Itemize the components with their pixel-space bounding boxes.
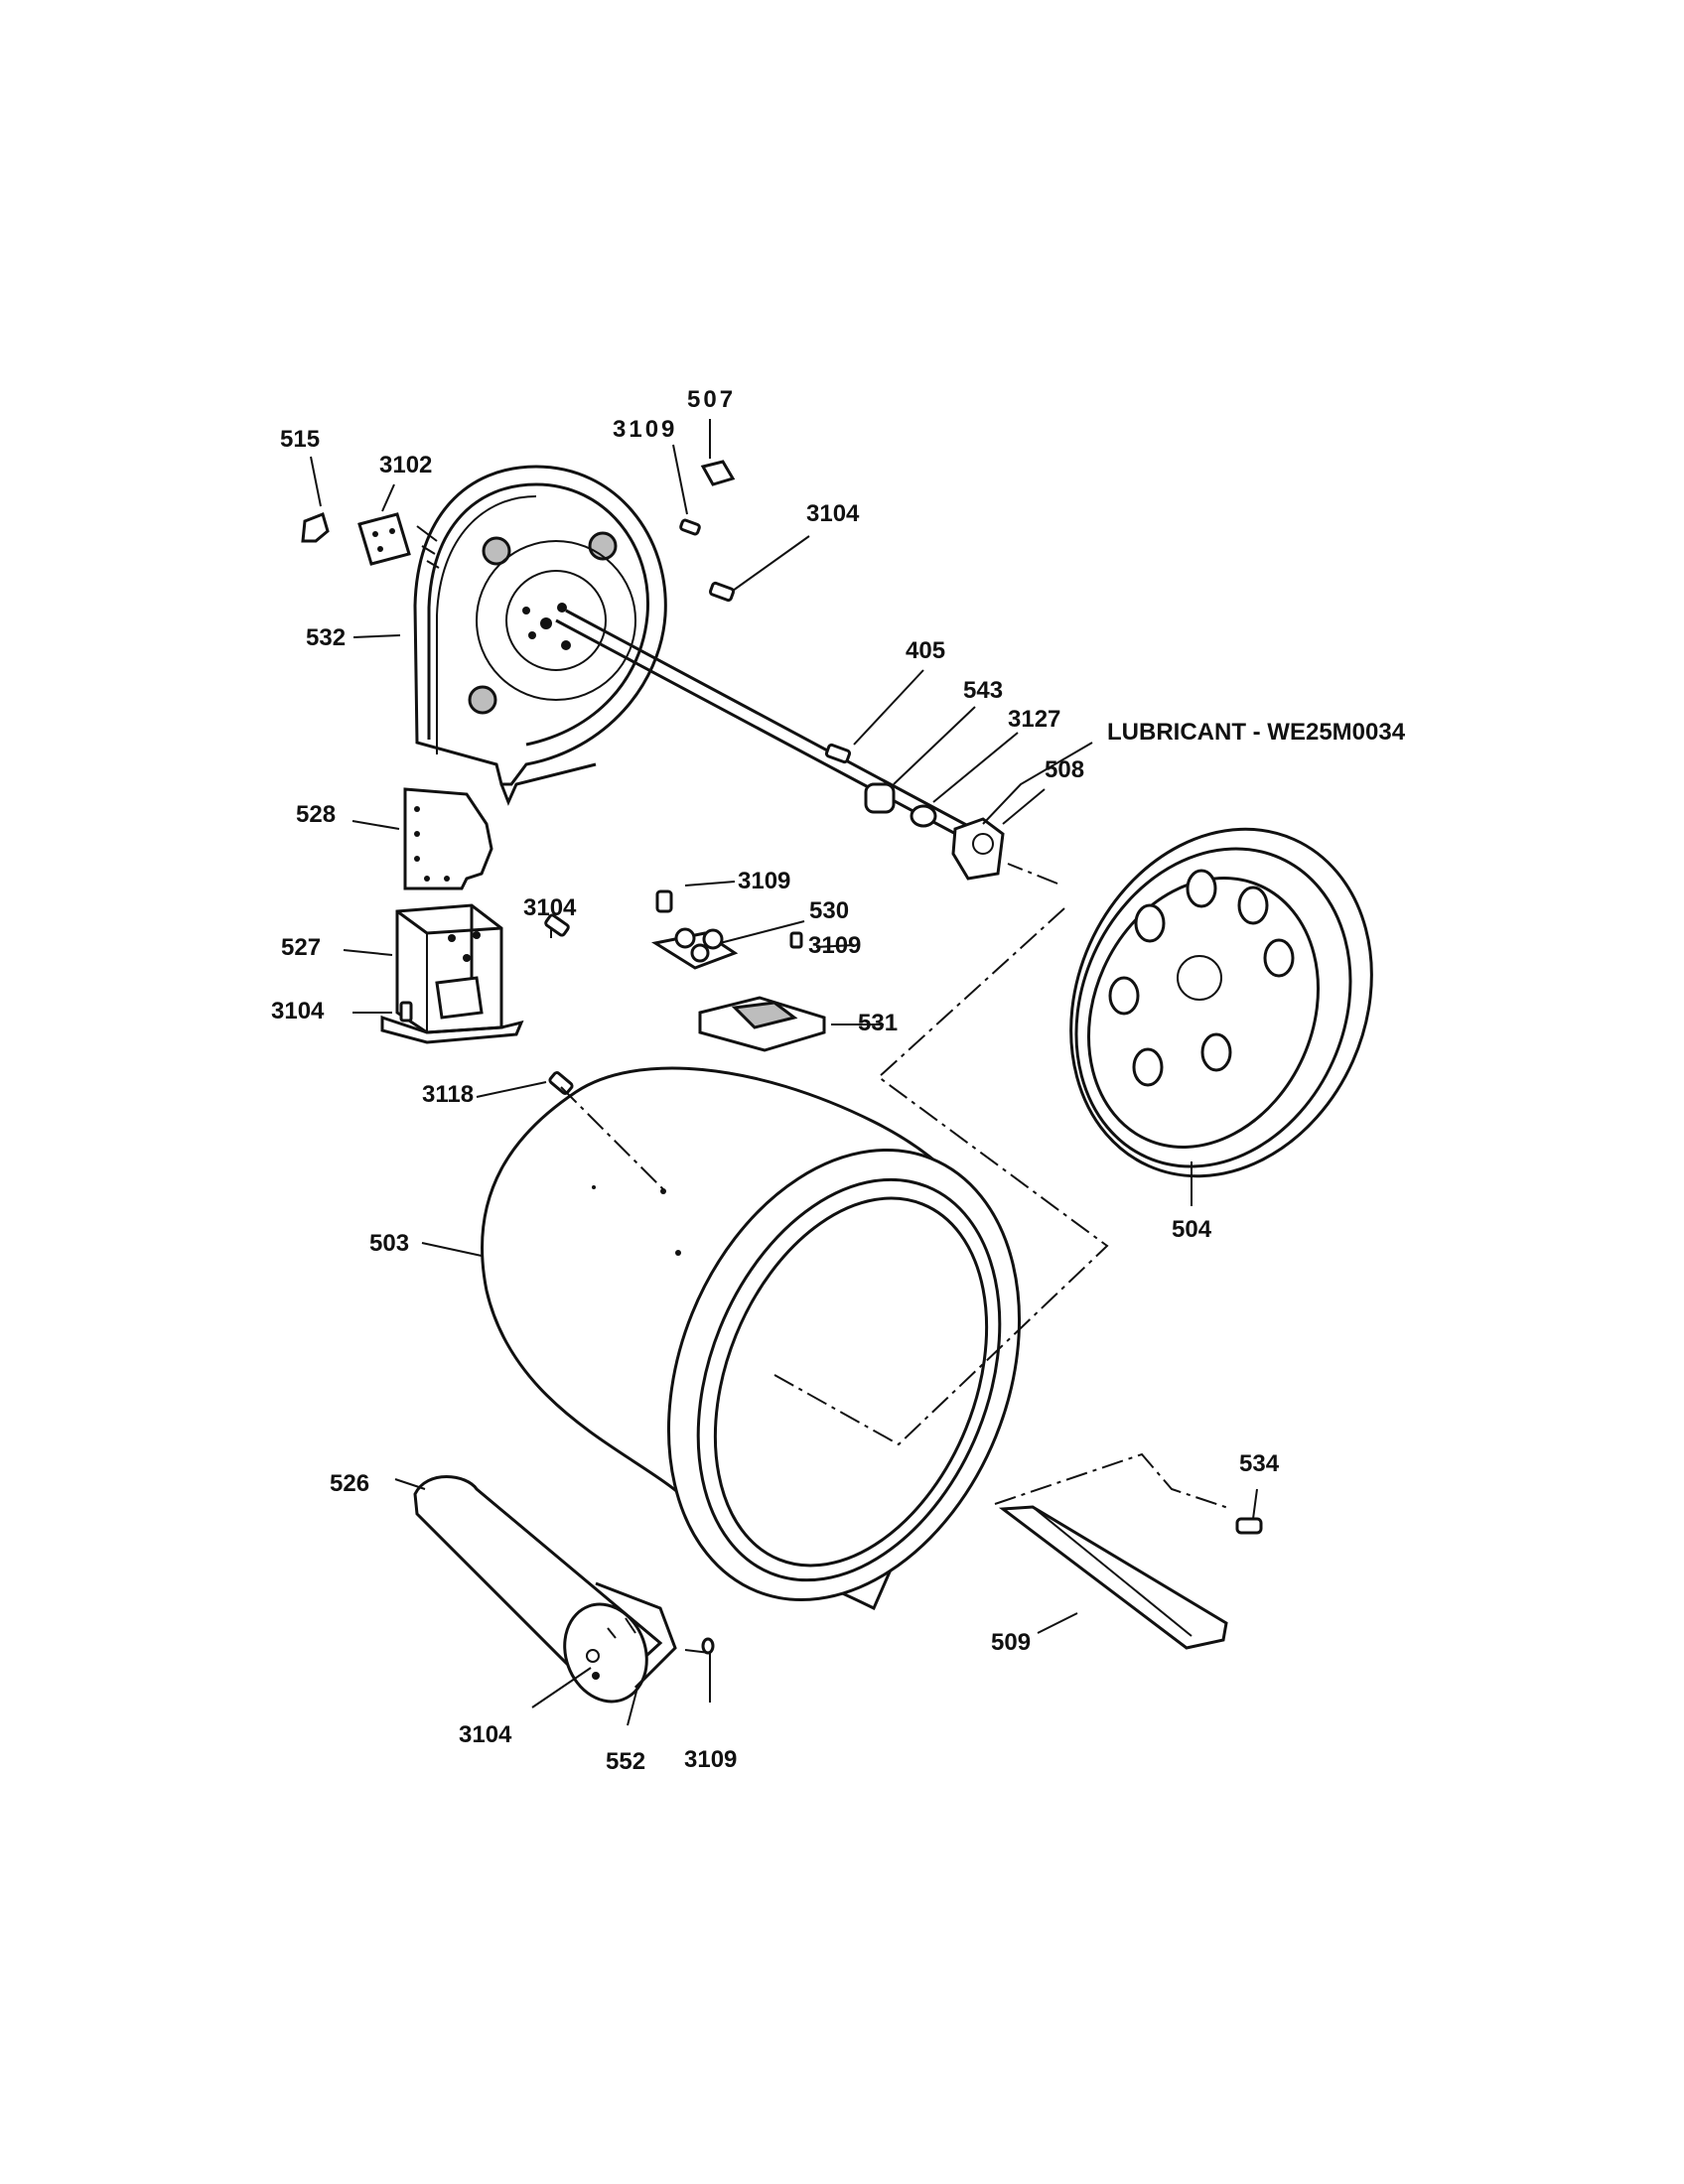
label-530: 530 — [809, 897, 849, 924]
label-3109-bottom: 3109 — [684, 1746, 737, 1773]
shaft-and-bearing-parts — [555, 609, 1005, 881]
label-526: 526 — [330, 1470, 369, 1497]
dryer-drum — [481, 1066, 1022, 1611]
label-503: 503 — [369, 1230, 409, 1257]
drum-pulley-wheel — [1069, 827, 1373, 1178]
label-534: 534 — [1239, 1450, 1280, 1477]
label-509: 509 — [991, 1629, 1031, 1656]
label-527: 527 — [281, 934, 321, 961]
label-3102: 3102 — [379, 452, 432, 478]
label-3104-top: 3104 — [806, 500, 860, 527]
baffle — [998, 1505, 1228, 1650]
mounting-plate — [403, 787, 493, 890]
idler-assembly — [651, 927, 826, 1052]
label-3118: 3118 — [422, 1081, 474, 1108]
label-531: 531 — [858, 1010, 898, 1036]
label-508: 508 — [1045, 756, 1084, 783]
label-3104-mid: 3104 — [523, 894, 577, 921]
label-515: 515 — [280, 426, 320, 453]
small-hardware — [301, 460, 1263, 1655]
label-405: 405 — [906, 637, 945, 664]
label-543: 543 — [963, 677, 1003, 704]
label-3104-bottom: 3104 — [459, 1721, 512, 1748]
blower-housing — [413, 465, 667, 806]
label-552: 552 — [606, 1748, 645, 1775]
motor-bracket — [380, 903, 524, 1044]
label-3104-left: 3104 — [271, 998, 325, 1024]
leader-lines — [310, 419, 1258, 1726]
label-3127: 3127 — [1008, 706, 1060, 733]
drive-motor — [413, 1475, 677, 1704]
label-528: 528 — [296, 801, 336, 828]
label-3109-mid2: 3109 — [808, 932, 861, 959]
label-507: 507 — [687, 386, 736, 413]
label-lubricant: LUBRICANT - WE25M0034 — [1107, 719, 1406, 746]
label-532: 532 — [306, 624, 346, 651]
assembly-guide-lines — [560, 863, 1232, 1510]
label-3109-mid: 3109 — [738, 868, 790, 894]
label-3109-top: 3109 — [613, 416, 677, 443]
label-504: 504 — [1172, 1216, 1212, 1243]
